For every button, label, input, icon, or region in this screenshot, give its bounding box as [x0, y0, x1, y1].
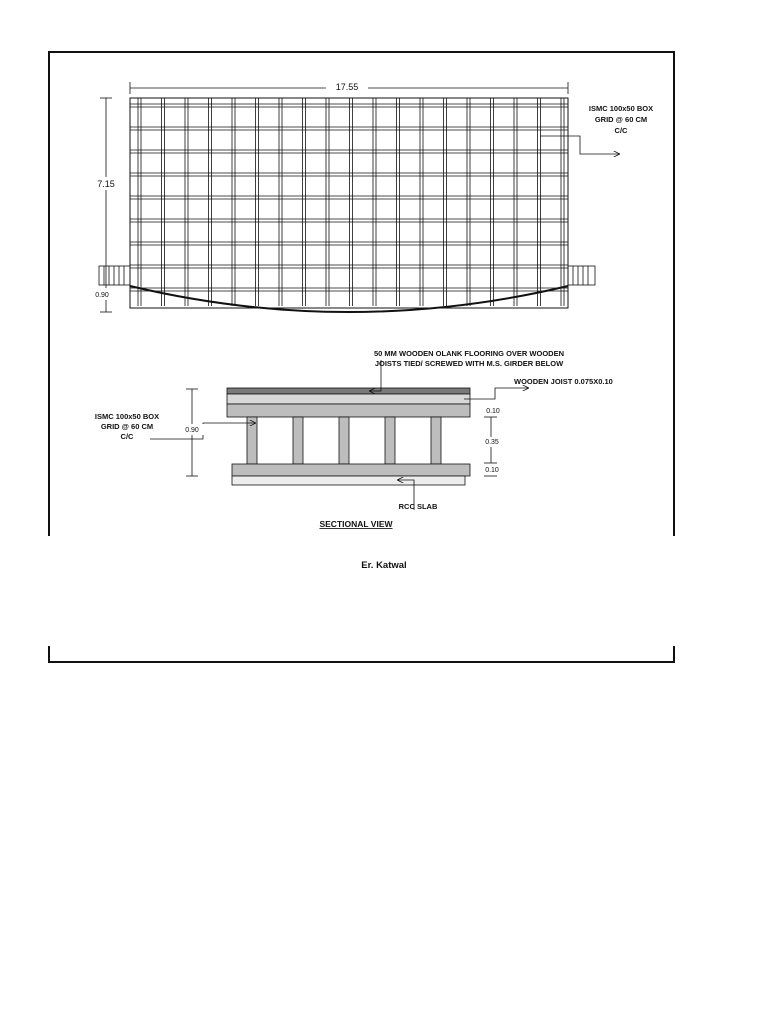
section-title: SECTIONAL VIEW	[319, 519, 393, 529]
plan-callout-line1: ISMC 100x50 BOX	[589, 104, 653, 113]
section-flooring	[226, 387, 471, 418]
section-overall-label: 0.90	[185, 427, 199, 434]
section-dim-bottom: 0.10	[485, 467, 499, 474]
section-flooring-leader	[370, 360, 382, 391]
plan-height-dimension	[100, 97, 112, 313]
section-callout-line2: GRID @ 60 CM	[101, 422, 153, 431]
sheet-border	[48, 51, 675, 663]
section-joists	[246, 416, 442, 465]
section-dim-top: 0.10	[486, 408, 500, 415]
plan-callout-line2: GRID @ 60 CM	[595, 115, 647, 124]
plan-curved-bottom	[129, 285, 569, 313]
section-slab-label: RCC SLAB	[399, 502, 438, 511]
plan-support-right	[567, 265, 596, 286]
section-callout-line3: C/C	[121, 432, 135, 441]
plan-support-left	[98, 265, 131, 286]
section-joist-note: WOODEN JOIST 0.075X0.10	[514, 377, 613, 386]
plan-grid	[129, 97, 569, 313]
plan-callout-leader	[540, 135, 619, 154]
plan-width-label: 17.55	[336, 82, 359, 92]
section-bottom-girder	[231, 463, 471, 486]
section-callout-line1: ISMC 100x50 BOX	[95, 412, 159, 421]
section-joist-leader	[464, 388, 528, 400]
author-name: Er. Katwal	[361, 560, 406, 571]
section-slab-leader	[398, 480, 415, 510]
plan-callout-line3: C/C	[615, 126, 629, 135]
section-dim-mid: 0.35	[485, 439, 499, 446]
section-flooring-note-line2: JOISTS TIED/ SCREWED WITH M.S. GIRDER BE…	[375, 359, 564, 368]
plan-height-label: 7.15	[97, 179, 115, 189]
section-flooring-note-line1: 50 MM WOODEN OLANK FLOORING OVER WOODEN	[374, 349, 564, 358]
plan-depth-label: 0.90	[95, 292, 109, 299]
